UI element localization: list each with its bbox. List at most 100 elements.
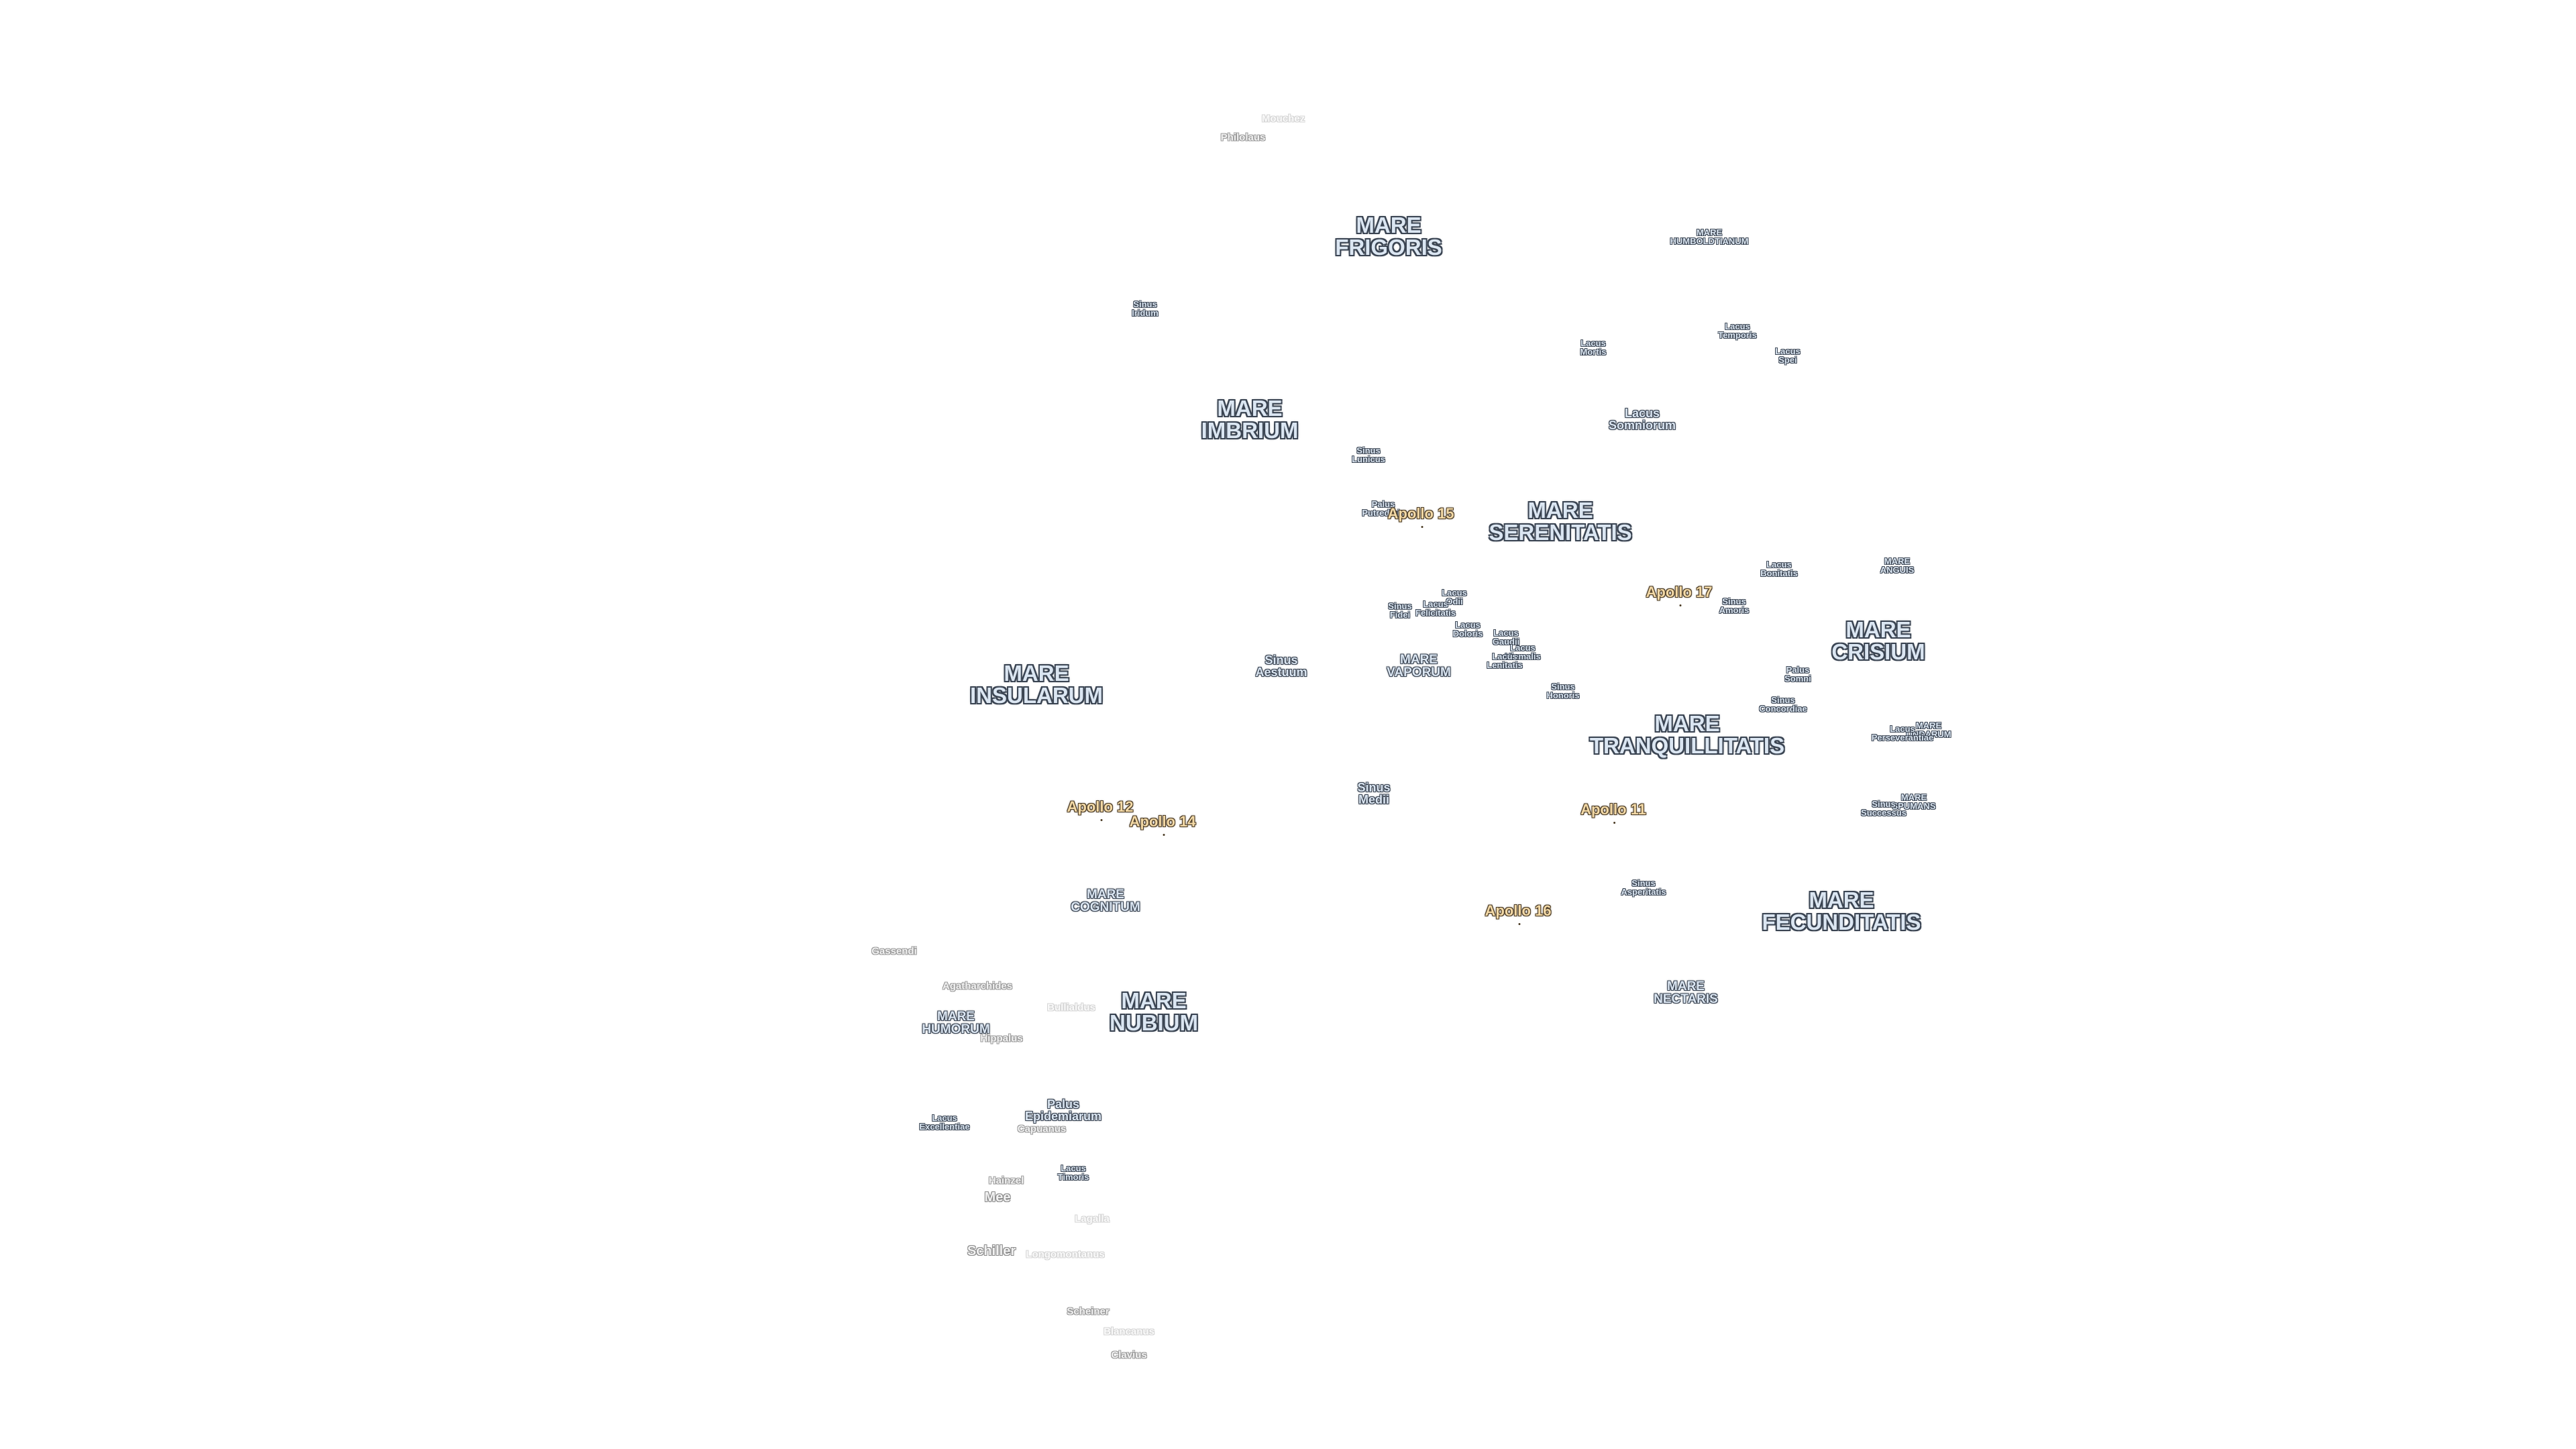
label-line: Timoris: [1057, 1172, 1089, 1182]
label-line: Schiller: [967, 1244, 1016, 1258]
label-line: Perseverantiae: [1871, 733, 1934, 743]
label-line: Lagalla: [1075, 1213, 1110, 1225]
label-line: Lacus: [1455, 620, 1481, 630]
label-line: Gassendi: [871, 945, 917, 957]
label-capuanus: Capuanus: [1018, 1124, 1067, 1134]
label-line: Lacus: [1423, 599, 1448, 609]
label-line: Hiemalis: [1505, 651, 1541, 661]
label-schiller: Schiller: [967, 1244, 1016, 1258]
label-line: Lacus: [1624, 407, 1660, 420]
label-line: Lenitatis: [1487, 660, 1523, 670]
label-hippalus: Hippalus: [980, 1034, 1022, 1044]
label-line: Lacus: [1510, 643, 1536, 653]
label-apollo-17: Apollo 17: [1646, 585, 1713, 606]
label-line: Capuanus: [1017, 1123, 1067, 1135]
label-line: Felicitatis: [1415, 608, 1456, 618]
label-line: Somniorum: [1608, 419, 1676, 432]
label-line: MARE: [937, 1010, 975, 1024]
label-line: Lacus: [1492, 651, 1517, 661]
label-line: Blancanus: [1104, 1326, 1155, 1338]
label-line: Lacus: [1061, 1163, 1086, 1173]
label-line: Apollo 12: [1067, 798, 1134, 815]
label-blancanus: Blancanus: [1104, 1327, 1155, 1337]
label-line: MARE: [1004, 661, 1069, 686]
label-line: IMBRIUM: [1201, 418, 1299, 443]
label-line: MARE: [1900, 792, 1927, 802]
label-line: Somni: [1784, 674, 1811, 684]
label-line: Bullialdus: [1047, 1002, 1095, 1014]
label-line: Apollo 15: [1387, 505, 1454, 522]
label-line: MARE: [1809, 888, 1874, 912]
label-line: Doloris: [1452, 629, 1483, 639]
label-line: MARE: [1845, 617, 1911, 642]
label-line: MARE: [1527, 498, 1593, 523]
label-apollo-14: Apollo 14: [1129, 813, 1196, 836]
label-clavius: Clavius: [1111, 1350, 1146, 1360]
label-line: Sinus: [1872, 799, 1896, 809]
label-line: Spei: [1778, 355, 1797, 365]
label-line: Asperitatis: [1621, 887, 1666, 897]
label-line: Putredinis: [1362, 508, 1405, 518]
label-line: Honoris: [1546, 690, 1580, 700]
label-line: COGNITUM: [1071, 900, 1140, 914]
label-line: ANGUIS: [1880, 565, 1915, 575]
label-line: Sinus: [1133, 299, 1157, 309]
label-line: Medii: [1358, 793, 1390, 806]
label-line: Lacus: [1725, 321, 1750, 331]
label-line: Concordiae: [1759, 704, 1807, 714]
label-line: MARE: [1915, 720, 1942, 731]
label-line: Hippalus: [980, 1032, 1023, 1044]
label-line: Amoris: [1719, 605, 1750, 615]
label-line: Excellentiae: [919, 1122, 970, 1132]
label-line: Apollo 14: [1129, 813, 1196, 830]
label-line: MARE: [1217, 396, 1283, 421]
label-line: Sinus: [1771, 695, 1795, 705]
label-agatharchides: Agatharchides: [943, 981, 1012, 991]
label-line: Odii: [1446, 596, 1463, 606]
label-longomontanus: Longomontanus: [1026, 1250, 1104, 1260]
label-gassendi: Gassendi: [871, 947, 917, 957]
label-moschus: Mouchez: [1262, 114, 1305, 124]
label-line: MARE: [1356, 213, 1421, 237]
label-scheiner: Scheiner: [1067, 1307, 1109, 1317]
label-line: Apollo 16: [1485, 902, 1552, 919]
label-line: INSULARUM: [970, 683, 1103, 708]
label-line: HUMORUM: [922, 1022, 990, 1036]
label-line: Epidemiarum: [1024, 1110, 1102, 1123]
label-line: Temporis: [1718, 330, 1757, 340]
label-apollo-11: Apollo 11: [1580, 802, 1646, 824]
label-line: FECUNDITATIS: [1762, 910, 1921, 934]
label-line: MARE: [1654, 711, 1720, 736]
label-line: TRANQUILLITATIS: [1589, 733, 1785, 758]
label-line: MARE: [1121, 988, 1187, 1013]
label-line: Mouchez: [1261, 113, 1305, 125]
label-line: Aestuum: [1255, 665, 1307, 679]
label-line: Sinus: [1722, 596, 1746, 606]
label-line: Palus: [1371, 499, 1395, 509]
